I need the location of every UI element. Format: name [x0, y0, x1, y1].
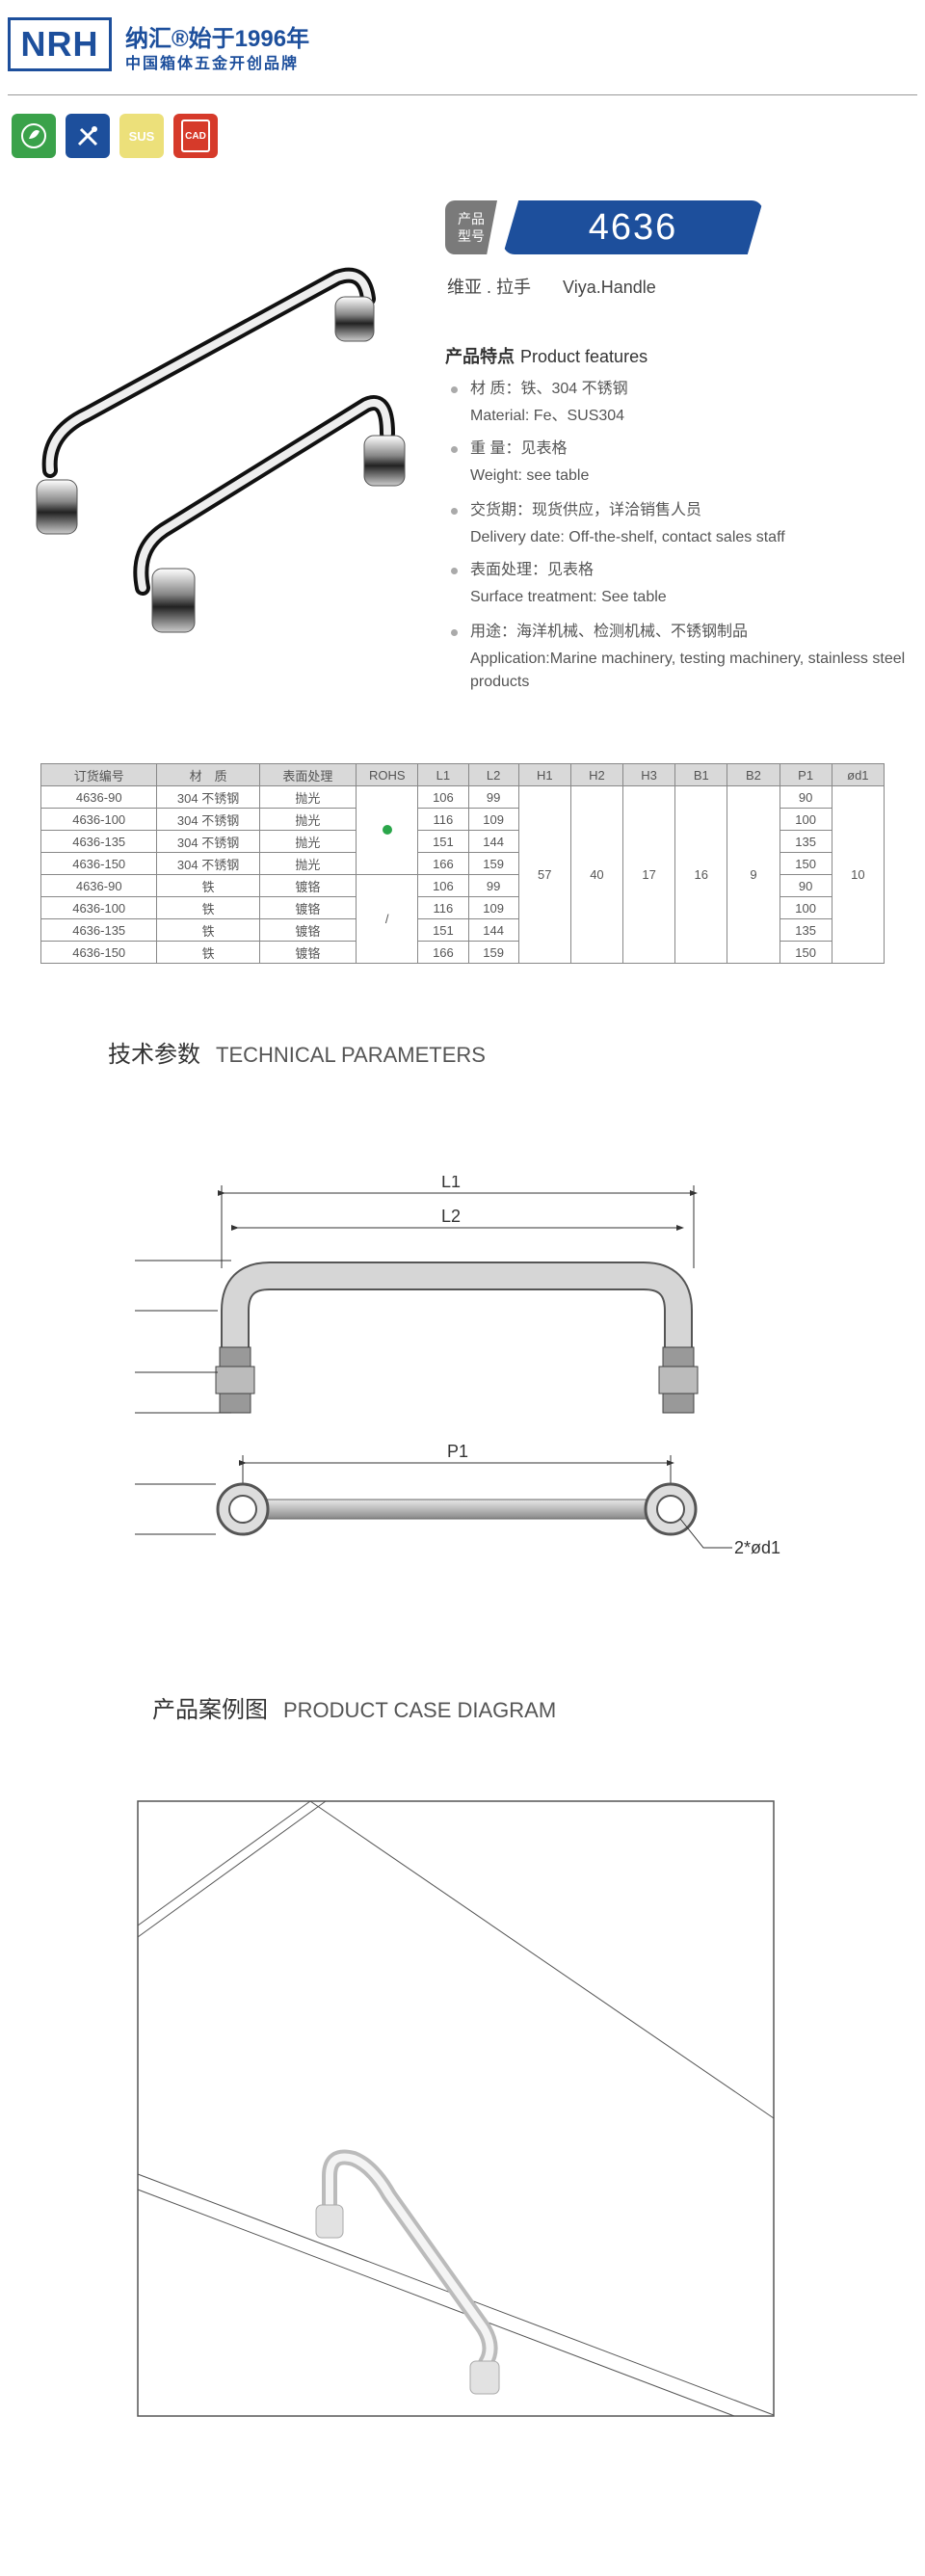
brand-name: 纳汇®始于1996年 [125, 26, 310, 52]
col-header: 表面处理 [258, 763, 357, 786]
col-header: H1 [517, 763, 571, 786]
col-header: B2 [727, 763, 780, 786]
col-header: H3 [622, 763, 676, 786]
product-name-cn: 维亚 . 拉手 [447, 278, 532, 297]
col-header: P1 [779, 763, 832, 786]
brand-logo: NRH [8, 17, 112, 71]
case-diagram [137, 1800, 775, 2417]
sus-icon: SUS [119, 114, 164, 158]
table-header-row: 订货编号 材 质 表面处理 ROHS L1 L2 H1 H2 H3 B1 B2 … [40, 763, 885, 786]
col-header: B1 [674, 763, 728, 786]
col-header: L1 [417, 763, 469, 786]
col-header: ød1 [831, 763, 885, 786]
product-name: 维亚 . 拉手 Viya.Handle [447, 274, 683, 299]
product-name-en: Viya.Handle [563, 278, 656, 297]
technical-drawing: L1 L2 H1 H2 H3 P1 B1 B2 2*ød1 [135, 1176, 780, 1557]
product-code: 4636 [503, 200, 763, 254]
leaf-icon [12, 114, 56, 158]
brand-subtitle: 中国箱体五金开创品牌 [125, 56, 300, 72]
rohs-ok-icon [356, 785, 419, 875]
spec-table: 订货编号 材 质 表面处理 ROHS L1 L2 H1 H2 H3 B1 B2 … [40, 763, 885, 964]
svg-text:L2: L2 [441, 1207, 461, 1226]
col-header: H2 [569, 763, 624, 786]
svg-text:2*ød1: 2*ød1 [734, 1538, 780, 1557]
product-code-label: 产品型号 [445, 200, 497, 254]
col-header: ROHS [356, 763, 419, 786]
cad-file-icon: CAD [173, 114, 218, 158]
tools-icon [66, 114, 110, 158]
product-photo [36, 267, 406, 633]
svg-text:L1: L1 [441, 1176, 461, 1191]
col-header: L2 [467, 763, 519, 786]
col-header: 订货编号 [40, 763, 158, 786]
svg-text:B2: B2 [135, 1500, 139, 1521]
col-header: 材 质 [156, 763, 260, 786]
header-divider [8, 94, 917, 95]
svg-text:P1: P1 [447, 1442, 468, 1461]
